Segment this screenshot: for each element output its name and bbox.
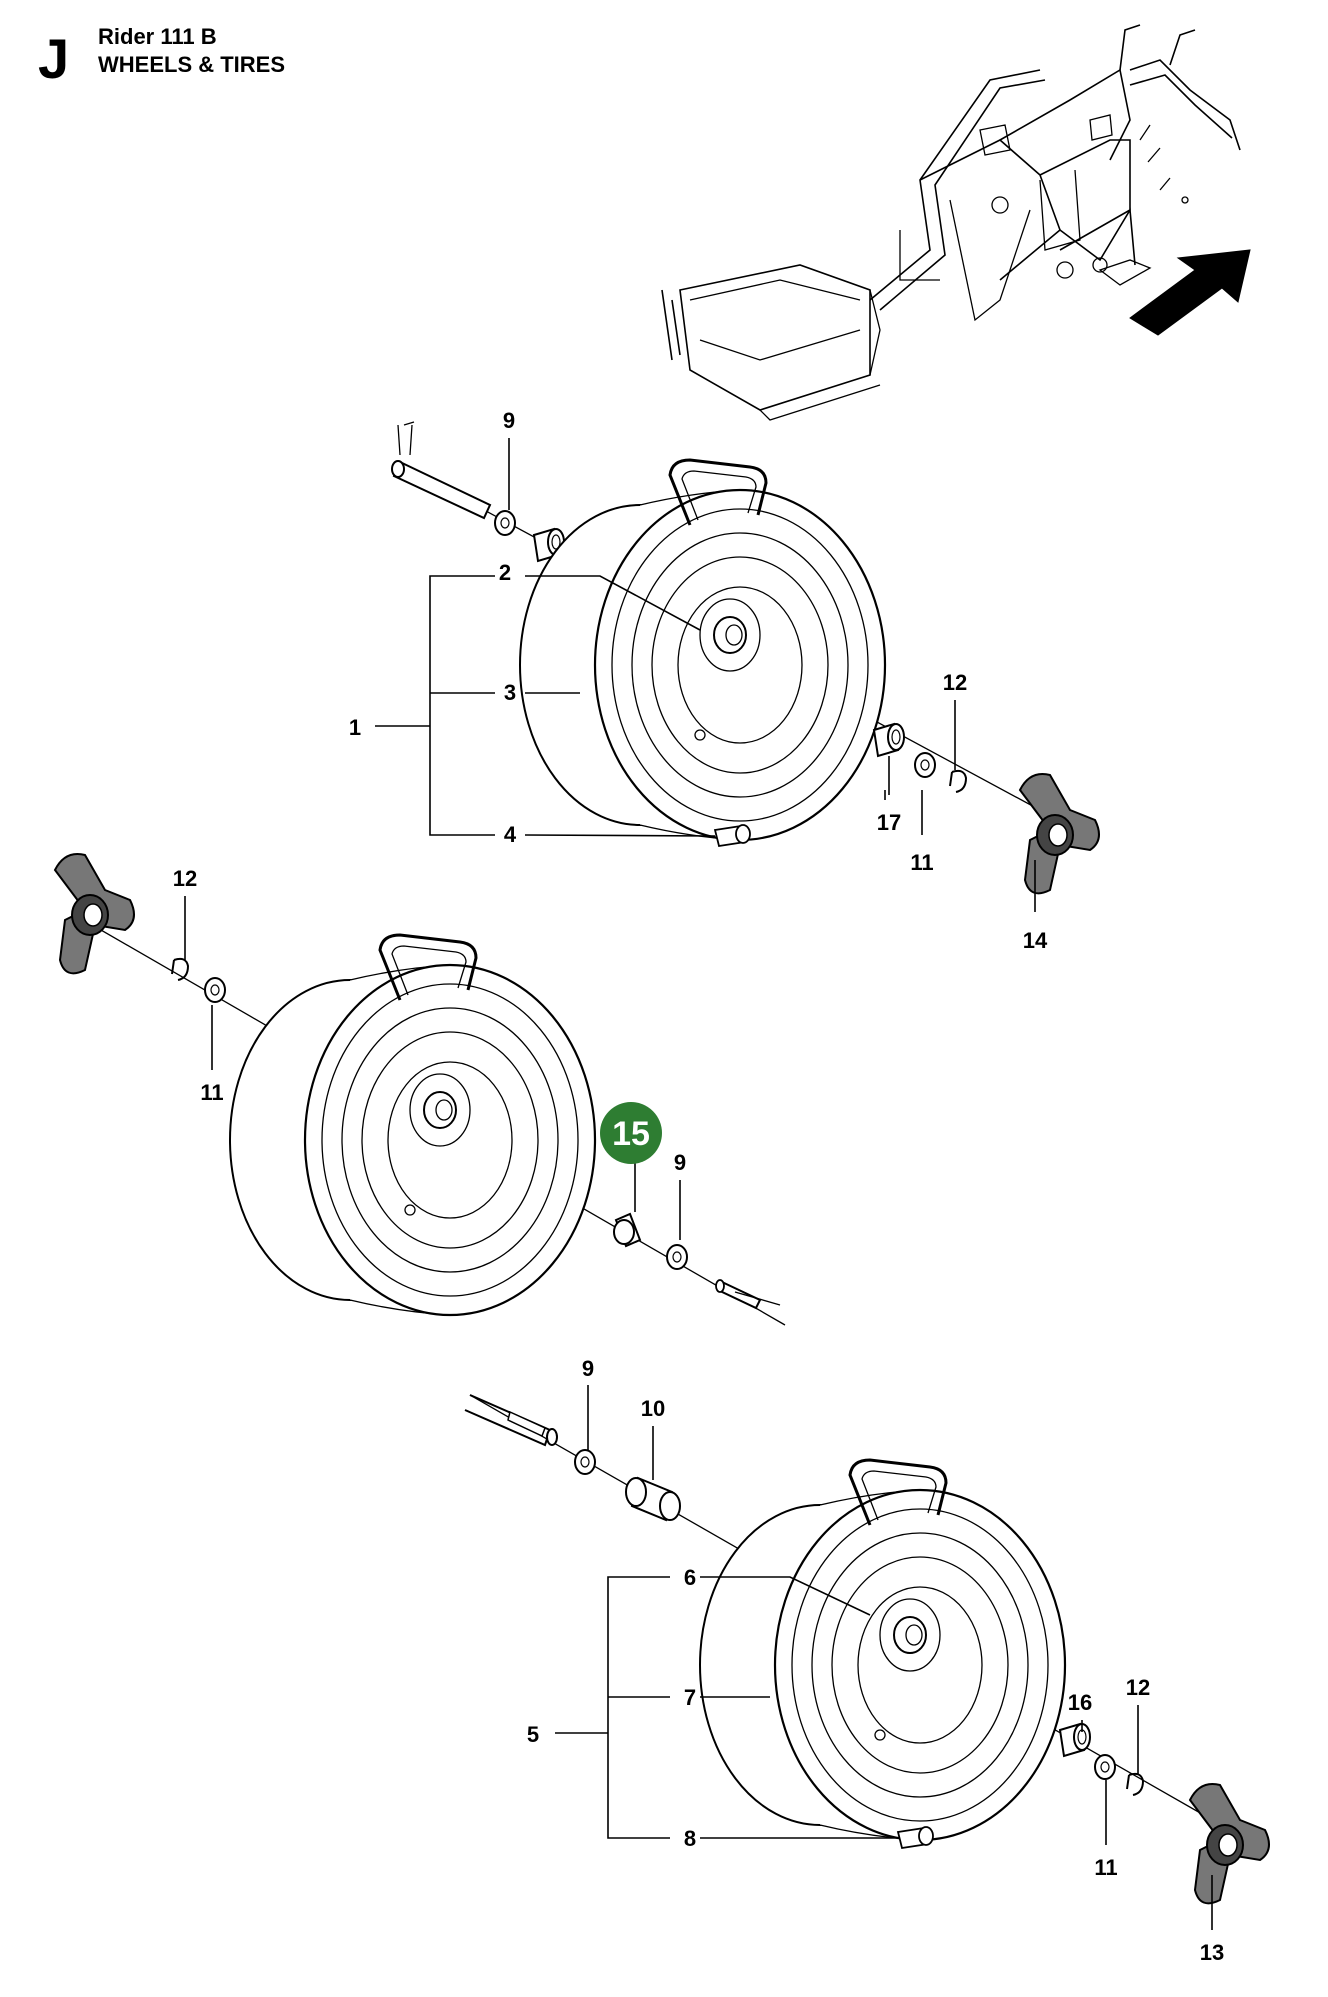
callout-13: 13 bbox=[1200, 1940, 1224, 1965]
axle-part bbox=[464, 1394, 558, 1447]
wheel-assembly-3 bbox=[464, 1385, 1270, 1930]
bushing-part bbox=[1059, 1723, 1091, 1757]
callout-12: 12 bbox=[1126, 1675, 1150, 1700]
hubcap-part bbox=[1189, 1783, 1270, 1905]
direction-arrow-icon bbox=[1129, 249, 1251, 336]
washer-part bbox=[574, 1449, 596, 1475]
rear-wheel-part bbox=[228, 933, 597, 1317]
section-letter: J bbox=[38, 27, 69, 90]
wheel-assembly-1 bbox=[375, 421, 1100, 912]
callout-12: 12 bbox=[943, 670, 967, 695]
callout-4: 4 bbox=[504, 822, 517, 847]
callout-6: 6 bbox=[684, 1565, 696, 1590]
section-title: WHEELS & TIRES bbox=[98, 52, 285, 77]
callout-2: 2 bbox=[499, 560, 511, 585]
chassis-overview-illustration bbox=[661, 24, 1241, 421]
callout-7: 7 bbox=[684, 1685, 696, 1710]
retaining-clip-part bbox=[1126, 1772, 1144, 1796]
retaining-clip-part bbox=[171, 957, 189, 981]
wheel-part bbox=[698, 1458, 1067, 1842]
callout-1: 1 bbox=[349, 715, 361, 740]
washer-part bbox=[204, 977, 226, 1003]
spacer-part-15 bbox=[613, 1212, 642, 1248]
washer-part bbox=[666, 1244, 688, 1270]
callout-3: 3 bbox=[504, 680, 516, 705]
highlighted-part-badge[interactable]: 15 bbox=[600, 1102, 662, 1164]
callout-11: 11 bbox=[1094, 1855, 1117, 1880]
front-wheel-part bbox=[518, 458, 887, 842]
washer-part bbox=[1094, 1754, 1116, 1780]
callout-9: 9 bbox=[582, 1356, 594, 1381]
callout-9: 9 bbox=[503, 408, 515, 433]
callout-9: 9 bbox=[674, 1150, 686, 1175]
callout-16: 16 bbox=[1068, 1690, 1092, 1715]
callout-17: 17 bbox=[877, 810, 901, 835]
model-name: Rider 111 B bbox=[98, 24, 217, 49]
badge-circle bbox=[600, 1102, 662, 1164]
pin-part bbox=[715, 1279, 781, 1310]
callout-11: 11 bbox=[200, 1080, 223, 1105]
callout-14: 14 bbox=[1023, 928, 1048, 953]
spacer-part-10 bbox=[625, 1476, 681, 1522]
washer-part bbox=[914, 752, 936, 778]
badge-number: 15 bbox=[612, 1115, 650, 1153]
washer-part bbox=[494, 510, 516, 536]
wheel-assembly-2 bbox=[54, 853, 786, 1326]
hubcap-part bbox=[54, 853, 135, 975]
callout-10: 10 bbox=[641, 1396, 665, 1421]
hubcap-part bbox=[1019, 773, 1100, 895]
callout-11: 11 bbox=[910, 850, 933, 875]
retaining-clip-part bbox=[949, 769, 967, 793]
callout-5: 5 bbox=[527, 1722, 539, 1747]
axle-bolt-part bbox=[391, 421, 492, 520]
callout-8: 8 bbox=[684, 1826, 696, 1851]
bushing-part bbox=[873, 723, 905, 757]
callout-12: 12 bbox=[173, 866, 197, 891]
